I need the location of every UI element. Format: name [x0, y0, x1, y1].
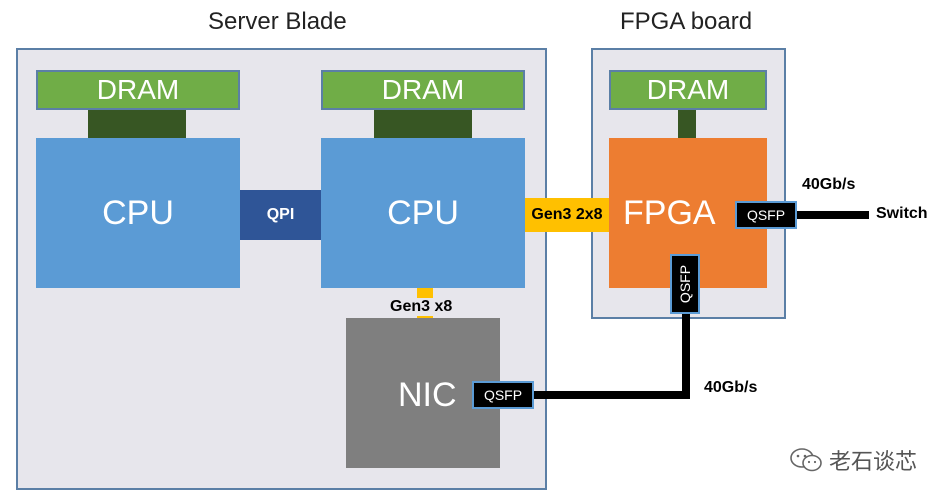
- speed-label-switch: 40Gb/s: [802, 176, 856, 193]
- cable-nic-vertical: [682, 314, 690, 399]
- qpi-link: QPI: [240, 190, 321, 240]
- qsfp-fpga-bottom-label: QSFP: [677, 264, 693, 304]
- dram-fpga-link: [678, 110, 696, 138]
- watermark: 老石谈芯: [789, 444, 917, 476]
- cable-nic-horizontal: [534, 391, 690, 399]
- dram-mid: DRAM: [321, 70, 525, 110]
- fpga-label: FPGA: [623, 194, 716, 232]
- wechat-icon: [790, 448, 822, 472]
- dram-fpga: DRAM: [609, 70, 767, 110]
- cpu-right: CPU: [321, 138, 525, 288]
- dram-left: DRAM: [36, 70, 240, 110]
- nic-label: NIC: [398, 376, 457, 414]
- qsfp-fpga-right: QSFP: [735, 201, 797, 229]
- dram-mid-link: [374, 110, 472, 138]
- cpu-left: CPU: [36, 138, 240, 288]
- gen3-x8-label: Gen3 x8: [388, 298, 455, 316]
- gen3-2x8-link: Gen3 2x8: [525, 198, 609, 232]
- speed-label-nic: 40Gb/s: [704, 379, 758, 396]
- watermark-text: 老石谈芯: [829, 449, 918, 474]
- server-blade-title: Server Blade: [208, 8, 347, 35]
- fpga-board-title: FPGA board: [620, 8, 753, 35]
- qsfp-nic: QSFP: [472, 381, 534, 409]
- switch-label: Switch: [876, 205, 928, 222]
- dram-left-link: [88, 110, 186, 138]
- cable-to-switch: [797, 211, 869, 219]
- qsfp-fpga-bottom: QSFP: [670, 254, 700, 314]
